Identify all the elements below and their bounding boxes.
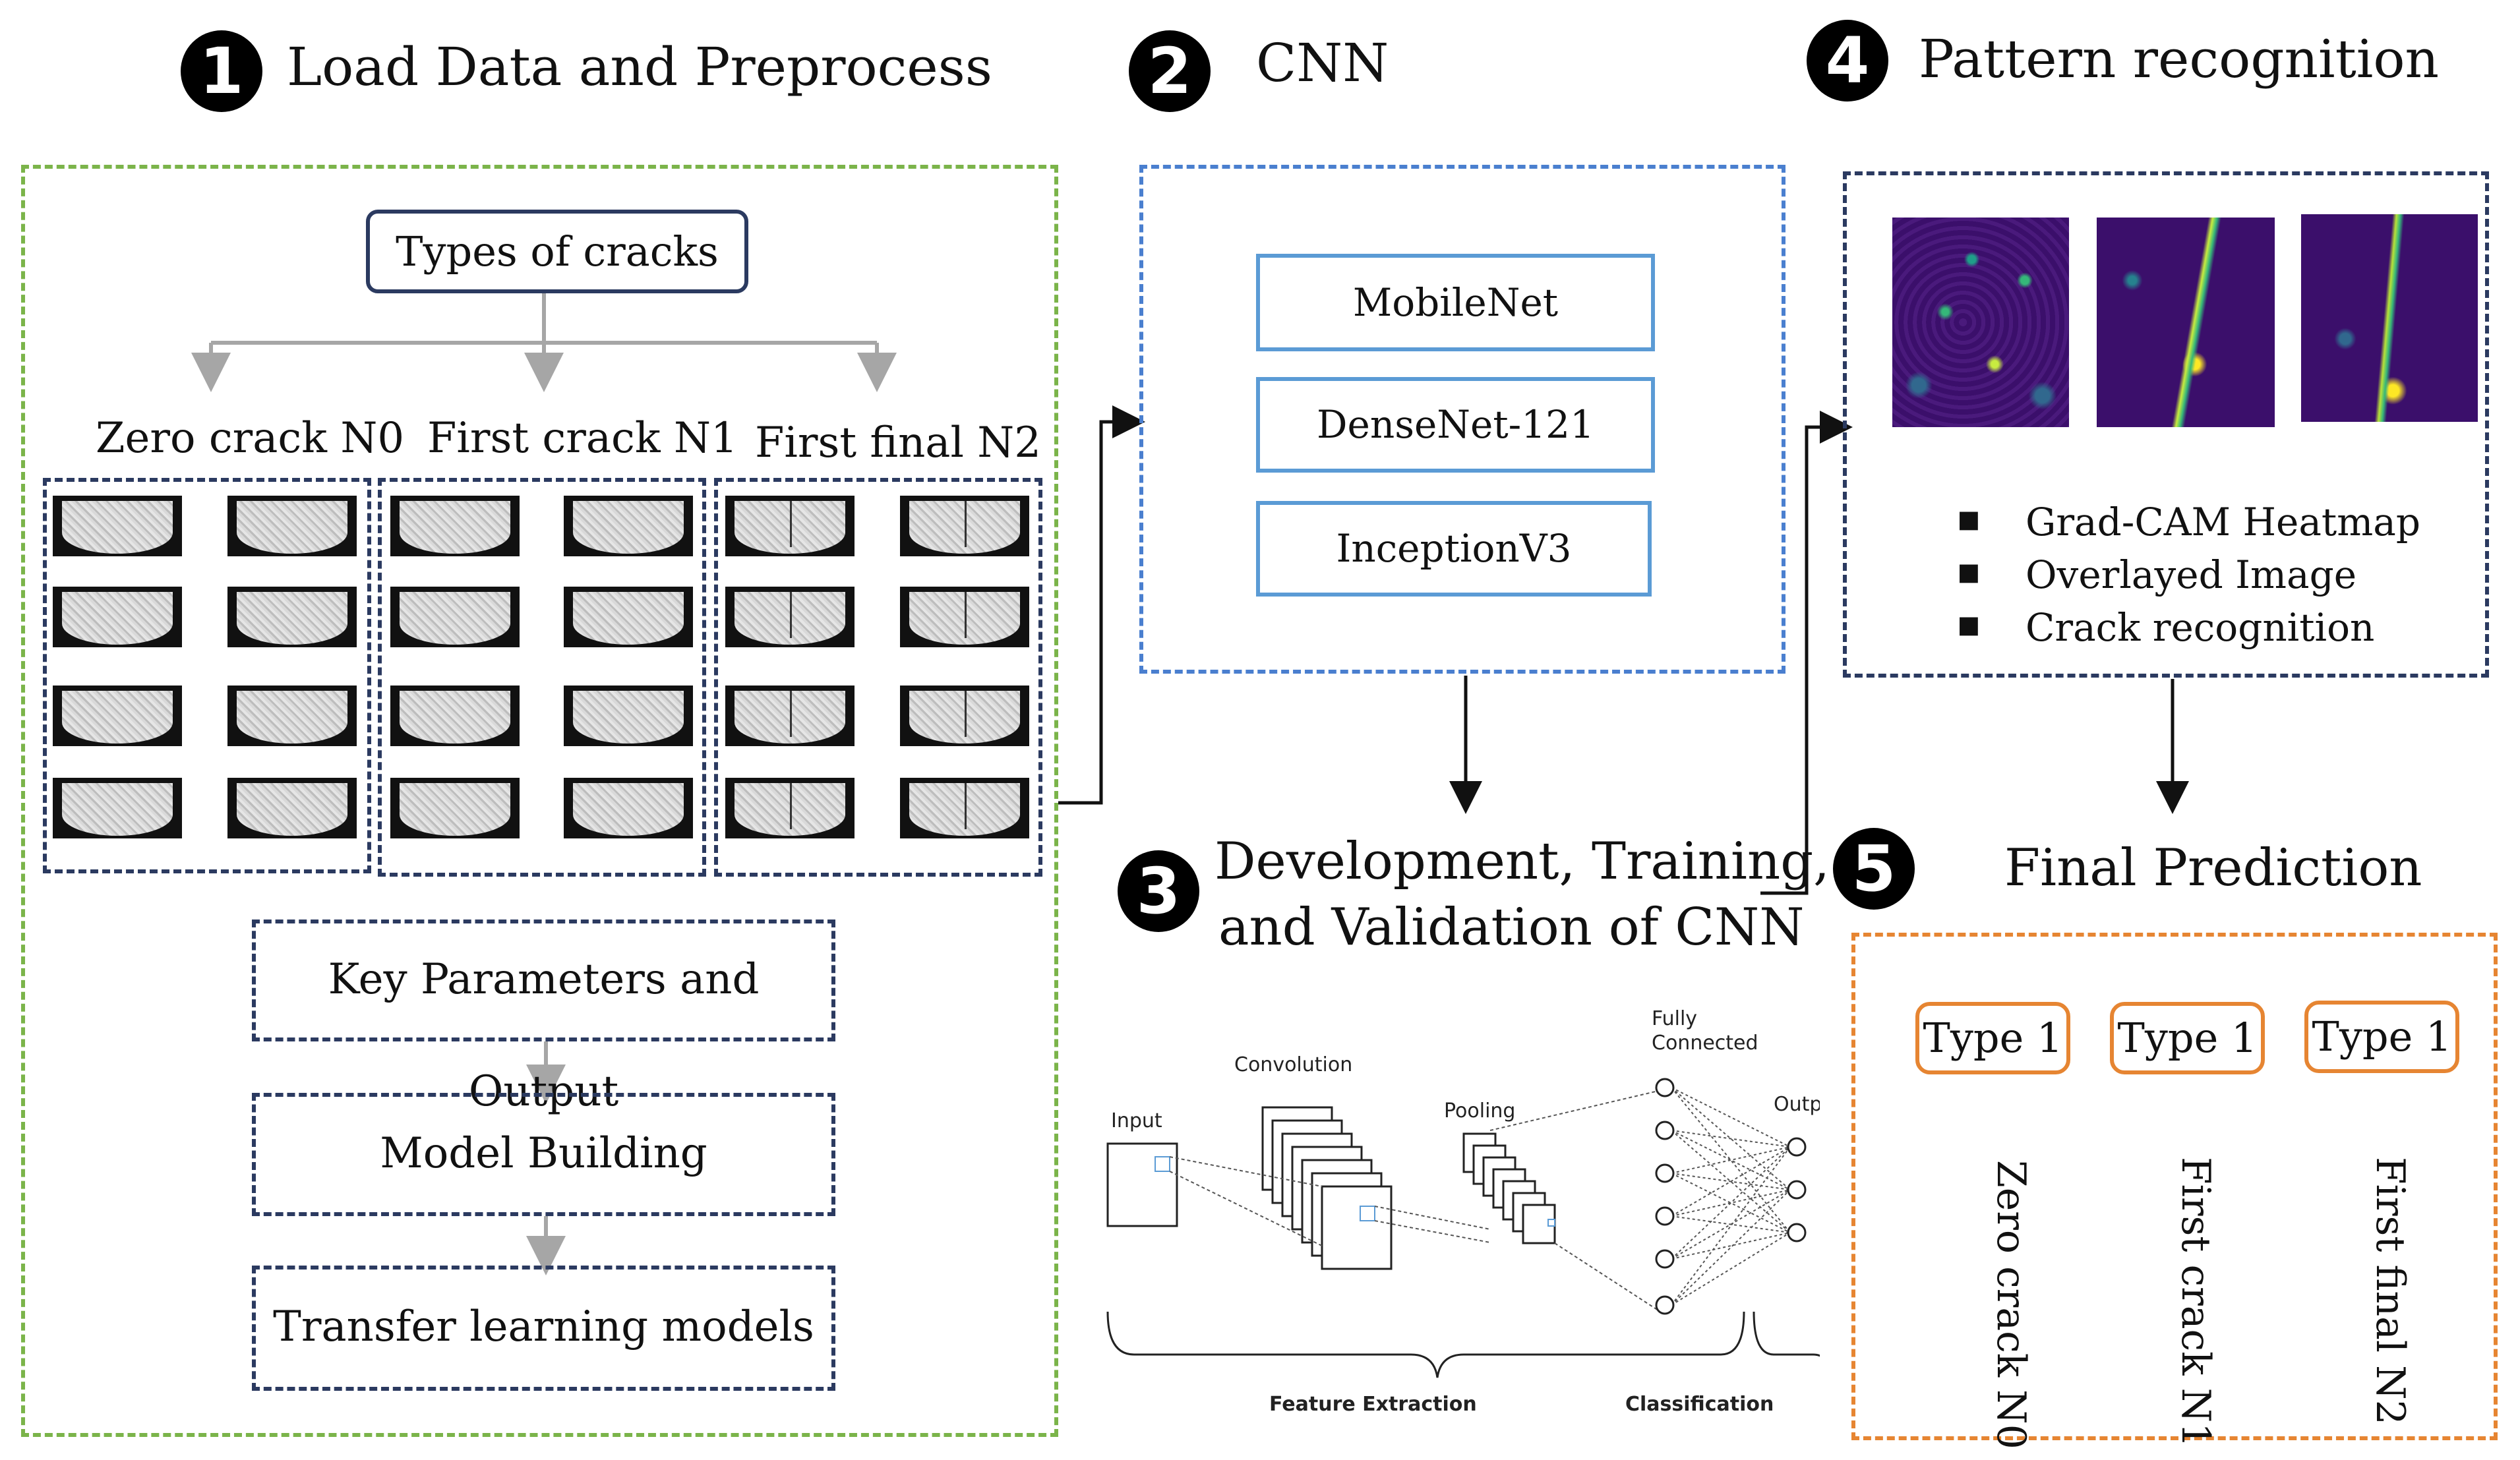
model-mobilenet: MobileNet [1256,254,1655,351]
cnn-label-fully-connected-1: Fully [1652,1007,1697,1030]
cnn-fc-nodes [1655,1078,1675,1315]
step-3-badge: 3 [1118,850,1199,932]
step-4-title: Pattern recognition [1919,28,2440,90]
gradcam-heatmap-2 [2097,218,2275,427]
cnn-input-square [1106,1142,1178,1227]
cnn-fc-connections [1671,1087,1791,1306]
prediction-type-2: Type 1 [2110,1002,2265,1074]
prediction-type-3: Type 1 [2304,1001,2459,1073]
prediction-label-n2: First final N2 [2367,1157,2413,1425]
types-tree-connector [191,293,897,392]
gradcam-heatmap-3 [2301,214,2478,422]
crack-image [53,496,182,568]
prediction-label-n0: Zero crack N0 [1988,1160,2034,1449]
crack-type-label-n2: First final N2 [755,419,1041,467]
key-parameters-box: Key Parameters and Output [252,920,835,1116]
cnn-label-convolution: Convolution [1234,1053,1352,1076]
step-1-badge: 1 [181,30,262,112]
crack-type-label-n0: Zero crack N0 [96,414,405,463]
crack-type-label-n1: First crack N1 [427,414,738,463]
load-data-panel [21,165,1058,1437]
bullet-gradcam-heatmap: Grad-CAM Heatmap [1956,497,2420,544]
crack-image [227,496,357,568]
cnn-label-classification: Classification [1625,1393,1774,1416]
crack-image [900,496,1029,568]
cnn-pool-stack [1462,1132,1556,1244]
step-2-badge: 2 [1129,30,1211,112]
cnn-architecture-diagram: Input Convolution Pooling Fully Connecte… [1106,1007,1820,1416]
crack-image [53,778,182,850]
bullet-crack-recognition: Crack recognition [1956,602,2374,650]
crack-image [564,778,693,850]
crack-image [725,686,855,758]
step-4-badge: 4 [1807,20,1888,102]
bullet-overlayed-image: Overlayed Image [1956,550,2356,597]
crack-image [390,587,520,659]
brace-feature-extraction [1106,1311,1745,1378]
crack-image [725,496,855,568]
crack-image [725,778,855,850]
crack-image [390,686,520,758]
crack-image [53,587,182,659]
cnn-label-output: Output [1774,1093,1820,1116]
crack-image [725,587,855,659]
cnn-output-nodes [1787,1137,1807,1242]
crack-images-group-n1 [378,478,706,877]
crack-image [564,587,693,659]
cnn-label-feature-extraction: Feature Extraction [1269,1393,1477,1416]
brace-classification [1753,1311,1820,1357]
step-3-title-line1: Development, Training, [1215,832,1830,891]
cnn-label-fully-connected-2: Connected [1652,1032,1758,1055]
step-5-badge: 5 [1833,828,1915,910]
crack-image [564,686,693,758]
crack-image [900,686,1029,758]
crack-image [390,496,520,568]
crack-image [227,778,357,850]
model-building-box: Model Building [252,1093,835,1216]
step-2-title: CNN [1256,32,1389,94]
crack-image [390,778,520,850]
crack-image [227,686,357,758]
step-5-title: Final Prediction [2004,838,2422,898]
arrow-training-to-pattern [1760,411,1853,895]
pattern-recognition-panel [1843,171,2489,678]
model-inceptionv3: InceptionV3 [1256,501,1652,597]
transfer-learning-box: Transfer learning models [252,1266,835,1391]
cnn-conv-stack [1261,1106,1393,1270]
cnn-label-pooling: Pooling [1444,1099,1515,1123]
final-prediction-panel [1851,933,2498,1440]
crack-image [227,587,357,659]
crack-image [564,496,693,568]
prediction-label-n1: First crack N1 [2173,1157,2219,1448]
crack-image [53,686,182,758]
gradcam-heatmap-1 [1892,218,2069,427]
arrow-load-to-cnn [1058,405,1145,805]
cnn-label-input: Input [1111,1109,1162,1132]
crack-image [900,587,1029,659]
crack-images-group-n2 [714,478,1042,877]
step-3-title-line2: and Validation of CNN [1218,898,1805,957]
model-densenet-121: DenseNet-121 [1256,377,1655,473]
crack-images-group-n0 [43,478,371,873]
prediction-type-1: Type 1 [1915,1002,2070,1074]
step-1-title: Load Data and Preprocess [287,36,992,98]
crack-image [900,778,1029,850]
types-of-cracks-box: Types of cracks [366,210,748,293]
cnn-models-panel [1139,165,1785,674]
